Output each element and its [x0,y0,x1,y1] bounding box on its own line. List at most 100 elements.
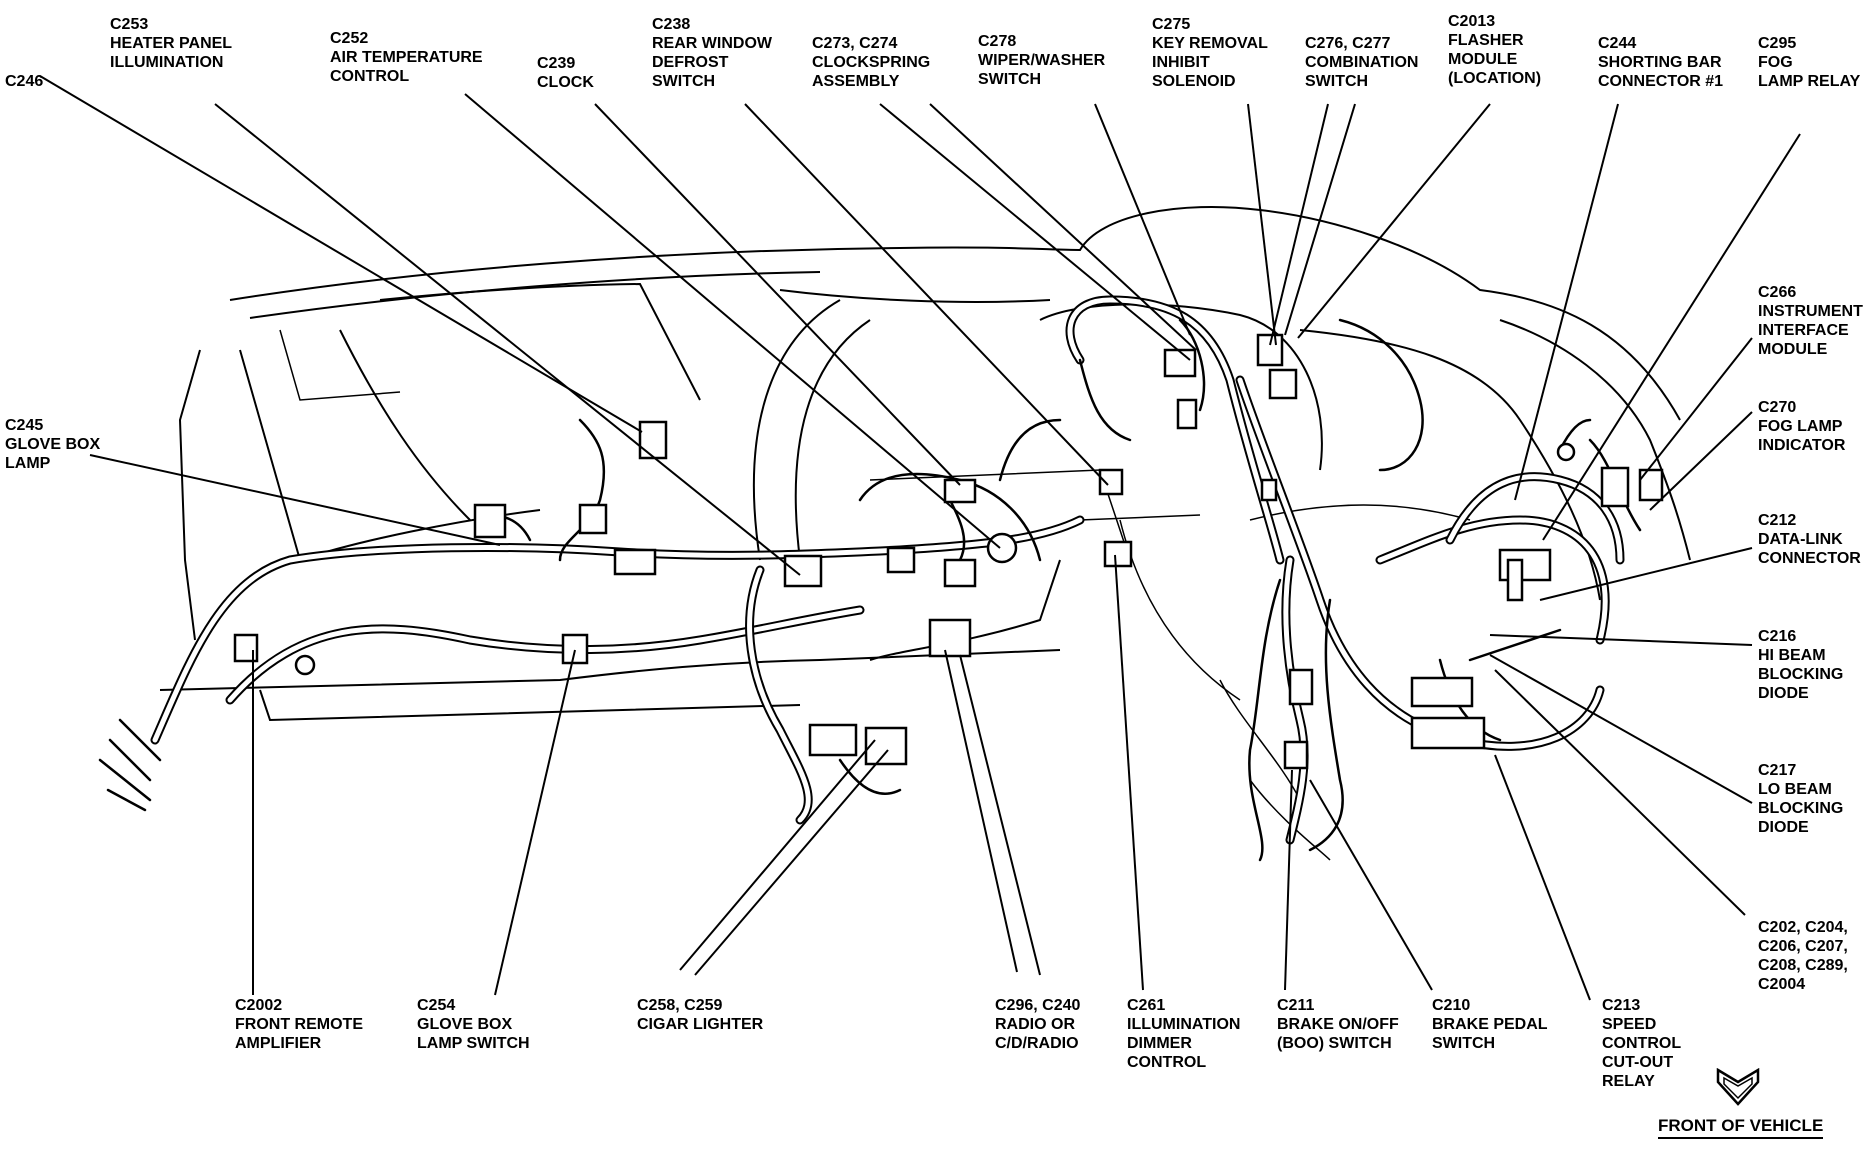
callout-text: DATA-LINK [1758,531,1843,548]
callout-c254: C254 GLOVE BOX LAMP SWITCH [417,996,530,1053]
callout-text: C275 [1152,16,1191,33]
callout-text: INHIBIT [1152,54,1210,71]
callout-c210: C210 BRAKE PEDAL SWITCH [1432,996,1548,1053]
callout-text: C254 [417,997,456,1014]
orientation-label: FRONT OF VEHICLE [1658,1116,1824,1139]
callout-c253: C253 HEATER PANEL ILLUMINATION [110,15,232,72]
callout-text: ILLUMINATION [110,54,224,71]
callout-text: C/D/RADIO [995,1035,1079,1052]
callout-text: C212 [1758,512,1797,529]
callout-text: SWITCH [652,73,716,90]
callout-text: MODULE [1448,51,1518,68]
callout-text: SWITCH [1432,1035,1496,1052]
callout-text: AMPLIFIER [235,1035,322,1052]
callout-text: CONTROL [1127,1054,1207,1071]
callout-c275: C275 KEY REMOVAL INHIBIT SOLENOID [1152,15,1268,91]
callout-c245: C245 GLOVE BOX LAMP [5,416,100,473]
callout-text: CONTROL [1602,1035,1682,1052]
callout-text: DIODE [1758,819,1809,836]
callout-text: C2004 [1758,976,1806,993]
callout-text: GLOVE BOX [417,1016,513,1033]
callout-text: RELAY [1602,1073,1655,1090]
callout-text: BRAKE ON/OFF [1277,1016,1399,1033]
leader-lines [39,75,1801,1001]
callout-text: LAMP RELAY [1758,73,1861,90]
callout-text: C245 [5,417,44,434]
callout-text: SWITCH [1305,73,1369,90]
callout-text: BLOCKING [1758,666,1844,683]
callout-text: C261 [1127,997,1166,1014]
callout-c296-c240: C296, C240 RADIO OR C/D/RADIO [995,996,1080,1053]
callout-c273-c274: C273, C274 CLOCKSPRING ASSEMBLY [812,34,930,91]
callout-text: C253 [110,16,149,33]
callout-c202-group: C202, C204, C206, C207, C208, C289, C200… [1758,918,1848,994]
callout-text: ILLUMINATION [1127,1016,1241,1033]
callout-text: RADIO OR [995,1016,1075,1033]
dashboard-outline [159,205,1691,861]
callout-c276-c277: C276, C277 COMBINATION SWITCH [1305,34,1418,91]
callout-text: LAMP [5,455,51,472]
callout-text: C270 [1758,399,1797,416]
callout-text: C238 [652,16,691,33]
callout-text: INTERFACE [1758,322,1849,339]
callout-c239: C239 CLOCK [537,54,594,92]
callout-text: HEATER PANEL [110,35,233,52]
callout-text: C213 [1602,997,1641,1014]
callout-text: CONNECTOR [1758,550,1861,567]
down-arrow-icon [1716,1068,1760,1106]
callout-text: ASSEMBLY [812,73,900,90]
callout-text: C246 [5,73,44,90]
callout-text: HI BEAM [1758,647,1826,664]
callout-text: SPEED [1602,1016,1657,1033]
callout-text: C252 [330,30,369,47]
callout-c211: C211 BRAKE ON/OFF (BOO) SWITCH [1277,996,1399,1053]
callout-c2002: C2002 FRONT REMOTE AMPLIFIER [235,996,363,1053]
callout-text: FOG [1758,54,1793,71]
callout-text: BRAKE PEDAL [1432,1016,1548,1033]
callout-text: INDICATOR [1758,437,1846,454]
callout-text: SHORTING BAR [1598,54,1722,71]
callout-c213: C213 SPEED CONTROL CUT-OUT RELAY [1602,996,1681,1091]
callout-c261: C261 ILLUMINATION DIMMER CONTROL [1127,996,1240,1072]
callout-c212: C212 DATA-LINK CONNECTOR [1758,511,1861,568]
callout-text: C239 [537,55,576,72]
callout-text: FRONT REMOTE [235,1016,363,1033]
callout-text: DIMMER [1127,1035,1192,1052]
callout-c252: C252 AIR TEMPERATURE CONTROL [330,29,483,86]
callout-text: GLOVE BOX [5,436,101,453]
callout-text: SOLENOID [1152,73,1236,90]
callout-text: FOG LAMP [1758,418,1843,435]
callout-text: (LOCATION) [1448,70,1542,87]
callout-text: MODULE [1758,341,1828,358]
callout-c216: C216 HI BEAM BLOCKING DIODE [1758,627,1843,703]
callout-text: CLOCKSPRING [812,54,931,71]
callout-text: WIPER/WASHER [978,52,1106,69]
callout-text: DIODE [1758,685,1809,702]
callout-text: C295 [1758,35,1797,52]
callout-text: C266 [1758,284,1797,301]
callout-text: CUT-OUT [1602,1054,1674,1071]
callout-text: C216 [1758,628,1797,645]
callout-text: C208, C289, [1758,957,1848,974]
callout-c238: C238 REAR WINDOW DEFROST SWITCH [652,15,772,91]
callout-text: C244 [1598,35,1637,52]
callout-text: CIGAR LIGHTER [637,1016,764,1033]
callout-text: C210 [1432,997,1471,1014]
callout-text: (BOO) SWITCH [1277,1035,1392,1052]
callout-text: LO BEAM [1758,781,1832,798]
callout-text: REAR WINDOW [652,35,772,52]
callout-text: AIR TEMPERATURE [330,49,483,66]
callout-text: SWITCH [978,71,1042,88]
callout-text: KEY REMOVAL [1152,35,1268,52]
callout-text: C278 [978,33,1017,50]
callout-text: C273, C274 [812,35,898,52]
callout-text: C206, C207, [1758,938,1848,955]
callout-text: C217 [1758,762,1797,779]
callout-text: COMBINATION [1305,54,1419,71]
callout-text: BLOCKING [1758,800,1844,817]
callout-c258-c259: C258, C259 CIGAR LIGHTER [637,996,763,1034]
callout-c266: C266 INSTRUMENT INTERFACE MODULE [1758,283,1863,359]
callout-c278: C278 WIPER/WASHER SWITCH [978,32,1105,89]
callout-text: INSTRUMENT [1758,303,1863,320]
